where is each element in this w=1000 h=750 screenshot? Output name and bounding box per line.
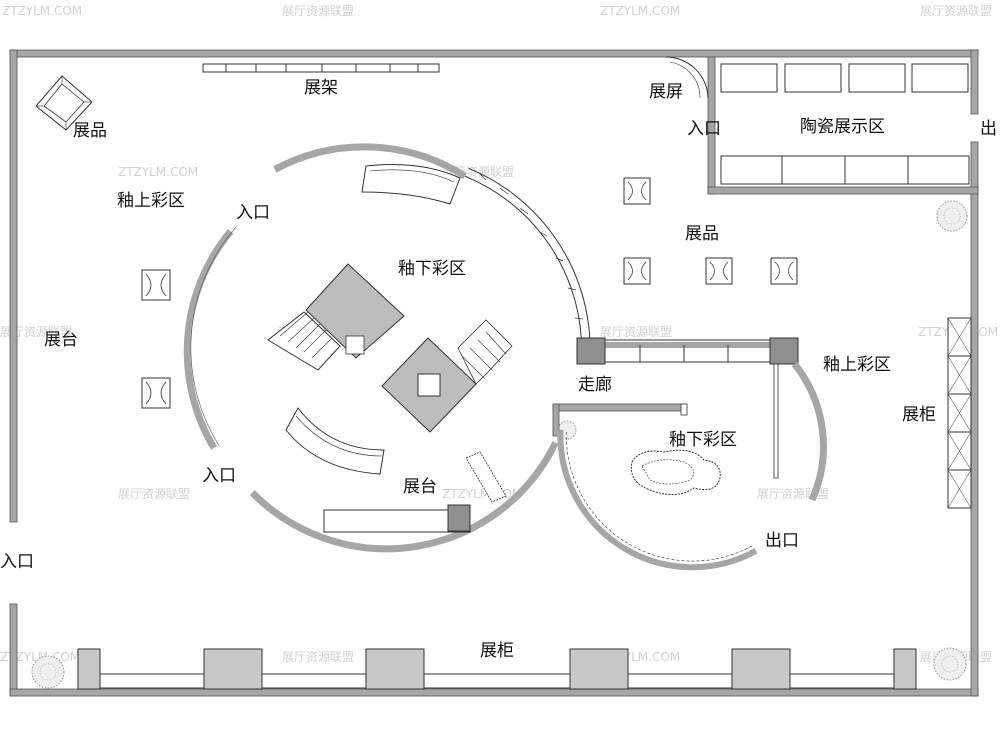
central-stage-upper	[267, 263, 405, 371]
right-wall-cabinet	[947, 317, 972, 509]
watermark-site: ZTZYLM.COM	[118, 165, 198, 179]
label-entrance-circle-top: 入口	[236, 203, 270, 223]
watermark-alliance: 展厅资源联盟	[920, 4, 992, 18]
label-screen: 展屏	[649, 82, 683, 102]
watermark-alliance: 展厅资源联盟	[118, 487, 190, 501]
ceramic-zone-walls	[665, 56, 979, 195]
label-underglaze-center: 釉下彩区	[398, 259, 466, 279]
label-entrance-outer-left: 入口	[0, 552, 34, 572]
right-pedestals	[623, 177, 798, 285]
curved-counter-top	[361, 164, 461, 205]
label-exhibit-top-left: 展品	[73, 121, 107, 141]
label-shelf: 展架	[304, 78, 338, 98]
label-underglaze-right: 釉下彩区	[669, 430, 737, 450]
label-overglaze-right: 釉上彩区	[823, 355, 891, 375]
curved-counter-bottom-inner	[295, 415, 383, 457]
round-underglaze-wall	[557, 361, 827, 571]
label-stage-bottom: 展台	[403, 477, 437, 497]
corridor-lower-wall	[552, 403, 688, 437]
exhibit-pedestal-diamond	[35, 75, 93, 131]
ceramic-display-cases	[720, 63, 970, 185]
label-cabinet-right: 展柜	[902, 405, 936, 425]
label-corridor: 走廊	[578, 375, 612, 395]
central-stage-lower	[381, 319, 513, 433]
label-cabinet-bottom: 展柜	[480, 641, 514, 661]
angled-display	[465, 451, 507, 503]
curved-counter-top-inner	[369, 169, 455, 183]
bottom-stage	[323, 504, 471, 533]
watermark-alliance: 展厅资源联盟	[282, 4, 354, 18]
top-shelf	[202, 63, 440, 73]
label-ceramic-zone: 陶瓷展示区	[800, 117, 885, 137]
watermark-alliance: 展厅资源联盟	[0, 325, 72, 339]
watermark-site: ZTZYLM.COM	[0, 650, 80, 664]
label-stage-left: 展台	[44, 330, 78, 350]
label-exit-bottom: 出口	[765, 531, 799, 551]
corridor-display-wall	[576, 337, 799, 479]
bottom-cabinet-row	[77, 648, 917, 690]
label-entrance-ceramic: 入口	[687, 119, 721, 139]
curved-counter-bottom	[285, 407, 385, 475]
zone-labels: 展架 展品 釉上彩区 入口 釉下彩区 展台 入口 展台 入口 展屏 入口 陶瓷展…	[0, 78, 997, 661]
left-pedestals	[141, 269, 171, 409]
watermark-site: ZTZYLM.COM	[600, 4, 680, 18]
label-exhibit-right: 展品	[685, 224, 719, 244]
watermark-site: ZTZYLM.COM	[2, 4, 82, 18]
island-display	[630, 449, 721, 495]
watermark-alliance: 展厅资源联盟	[600, 325, 672, 339]
circular-exhibit-wall	[183, 143, 591, 553]
label-exit-right-edge: 出	[980, 119, 997, 139]
watermark-alliance: 展厅资源联盟	[282, 650, 354, 664]
label-overglaze-left: 釉上彩区	[117, 191, 185, 211]
plant-decor-group	[31, 200, 968, 689]
label-entrance-circle-bottom: 入口	[202, 466, 236, 486]
